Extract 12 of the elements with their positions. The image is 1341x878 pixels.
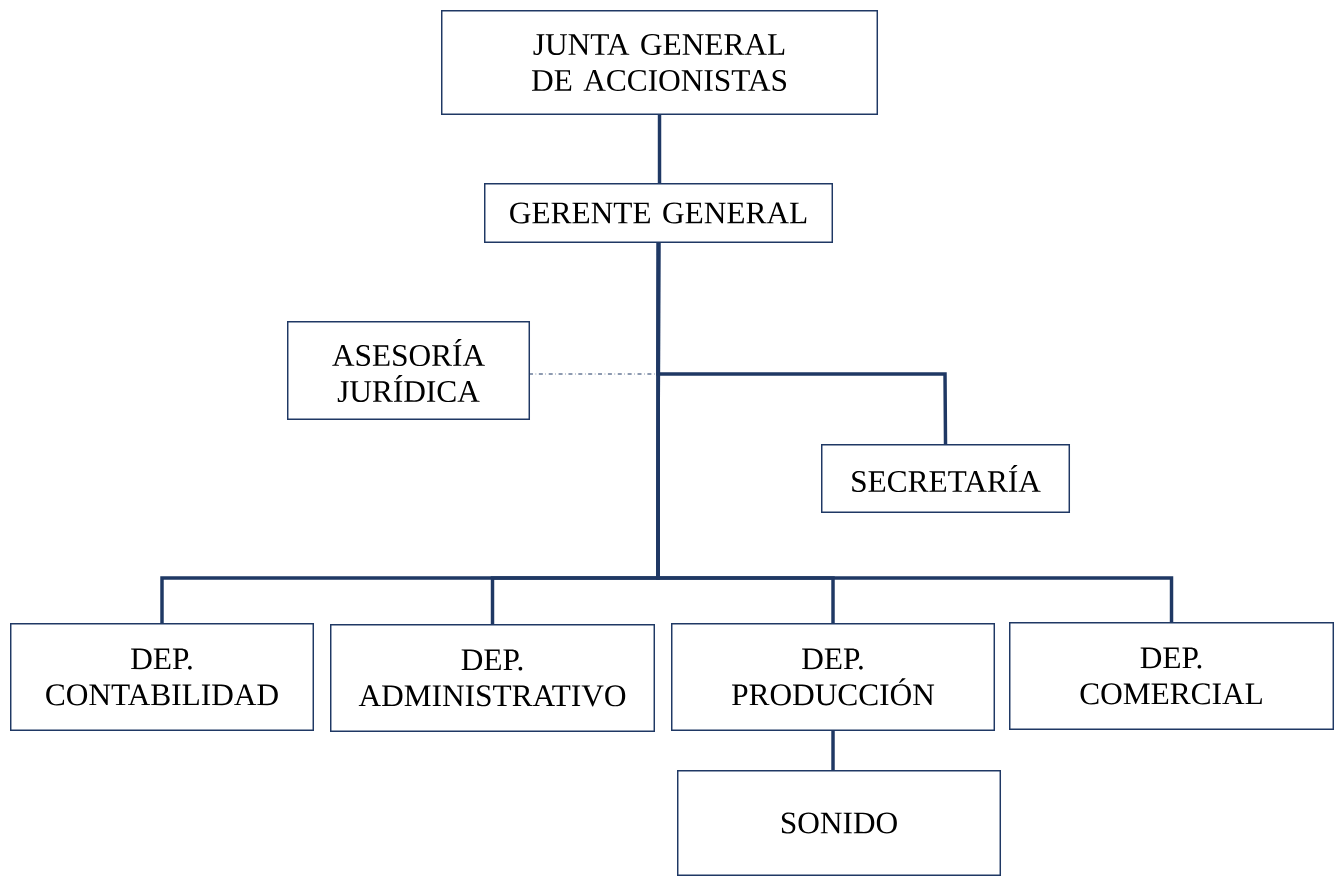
org-box: DEP. PRODUCCIÓN: [671, 623, 995, 731]
org-box: SECRETARÍA: [821, 444, 1070, 513]
org-box: SONIDO: [677, 770, 1001, 876]
org-box: GERENTE GENERAL: [484, 183, 833, 243]
org-box: DEP. ADMINISTRATIVO: [330, 624, 655, 732]
org-box: DEP. COMERCIAL: [1009, 622, 1334, 730]
connector-line: [656, 243, 1174, 622]
org-box: ASESORÍA JURÍDICA: [287, 321, 530, 420]
connector-line: [831, 731, 835, 770]
org-box: JUNTA GENERAL DE ACCIONISTAS: [441, 10, 878, 115]
org-box: DEP. CONTABILIDAD: [10, 623, 314, 731]
connector-line: [657, 115, 662, 183]
